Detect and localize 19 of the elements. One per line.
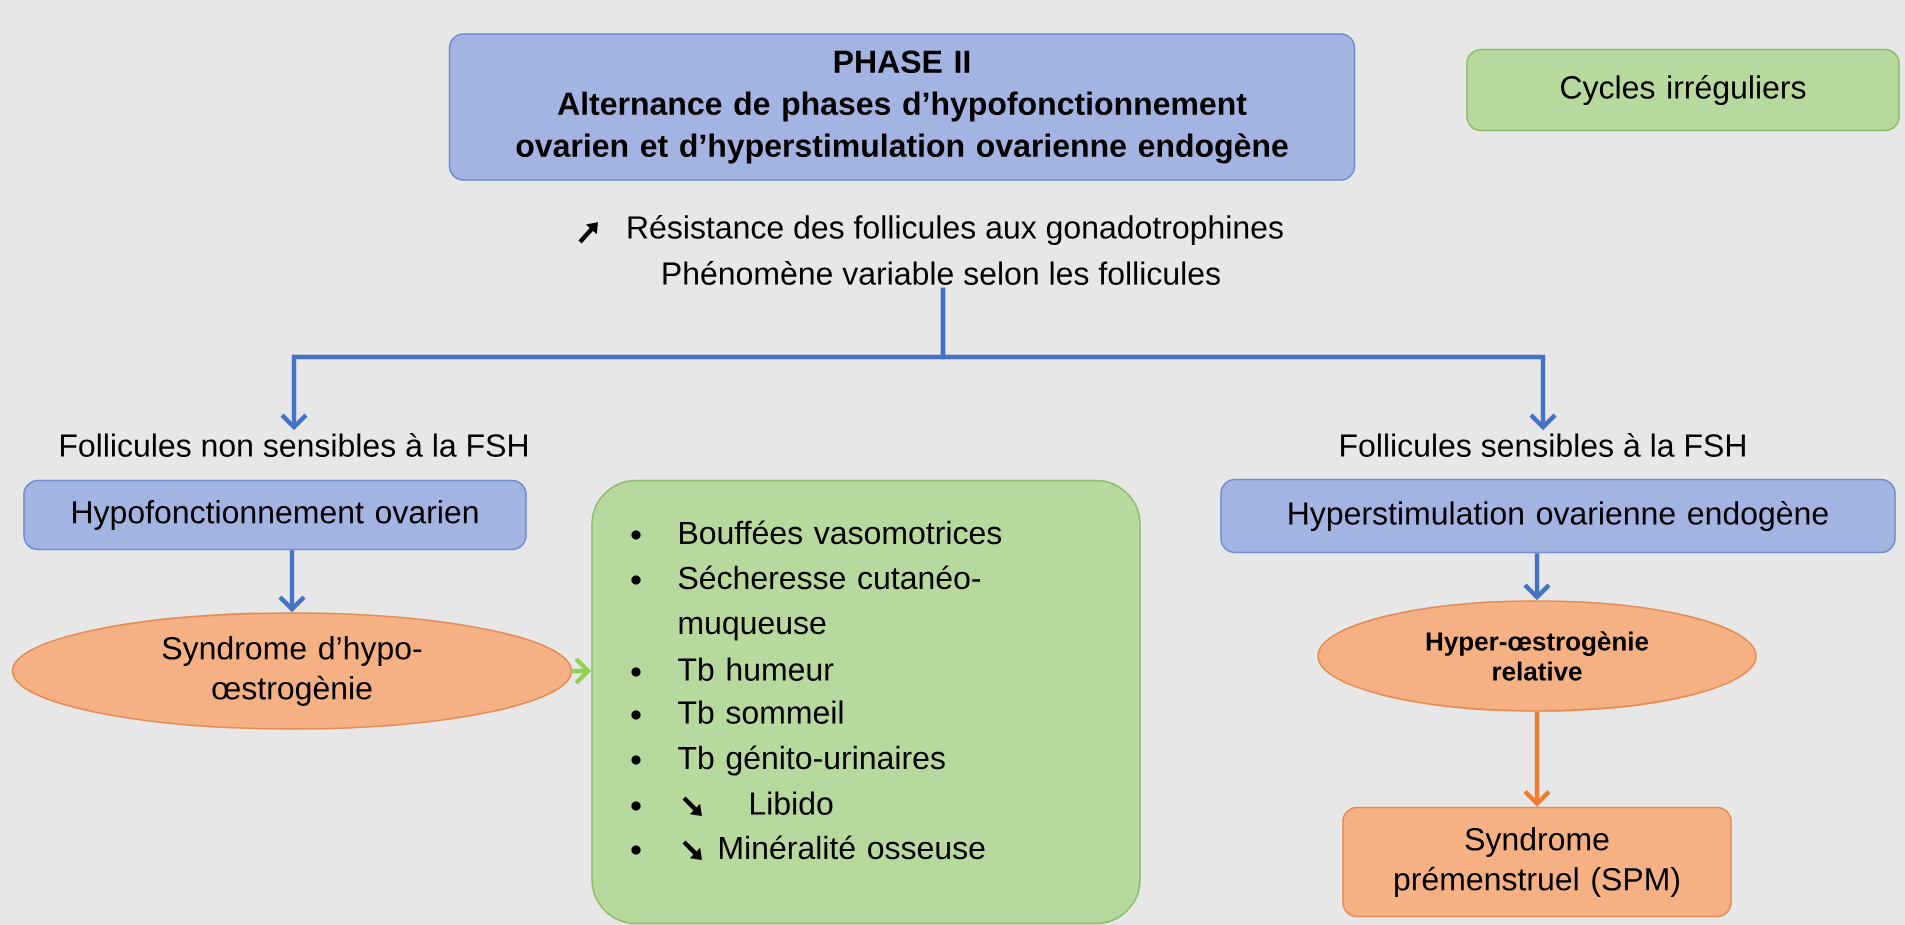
list-item: Tb sommeil — [678, 700, 843, 724]
text-label: Résistance des follicules aux gonadotrophines — [628, 214, 1283, 246]
process-box: Hypofonctionnement ovarien — [23, 479, 527, 551]
arrow — [1523, 711, 1551, 807]
list-item: Libido — [751, 791, 833, 815]
process-box: Hyperstimulation ovarienne endogène — [1220, 478, 1896, 554]
list-item: Tb génito-urinaires — [678, 745, 945, 776]
list-item: Minéralité osseuse — [720, 835, 985, 860]
arrow — [278, 550, 306, 613]
arrow — [940, 287, 1557, 431]
process-box: Cycles irréguliers — [1466, 48, 1900, 132]
list-item: Sécheresse cutanéo- muqueuse — [678, 565, 981, 641]
text-label: Phénomène variable selon les follicules — [663, 261, 1220, 285]
text-label: Follicules sensibles à la FSH — [1341, 433, 1745, 457]
process-box: Syndrome prémenstruel (SPM) — [1342, 806, 1732, 918]
list-item: Bouffées vasomotrices — [680, 520, 1002, 545]
list-item: Tb humeur — [678, 657, 834, 681]
text-label: Follicules non sensibles à la FSH — [61, 433, 527, 457]
process-box: PHASE II Alternance de phases d’hypofonctionnement ovarien et d’hyperstimulation ovarienne endogène — [448, 33, 1356, 181]
